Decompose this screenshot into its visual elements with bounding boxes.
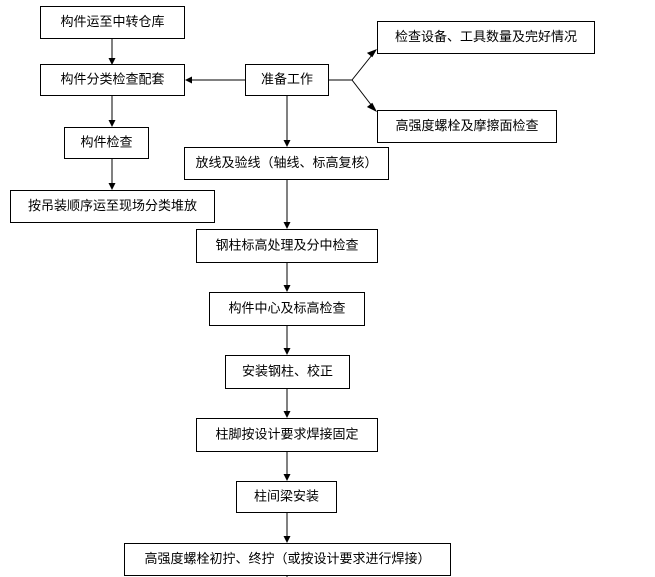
arrowhead [185,76,192,84]
node-label: 柱间梁安装 [254,490,319,505]
node-weld-column-base: 柱脚按设计要求焊接固定 [196,418,378,452]
node-bolt-check: 高强度螺栓及摩擦面检查 [377,110,557,143]
node-label: 构件分类检查配套 [60,72,164,88]
node-label: 构件中心及标高检查 [228,301,345,317]
arrowhead [366,102,377,112]
node-layout-check: 放线及验线（轴线、标高复核） [184,147,389,180]
node-label: 放线及验线（轴线、标高复核） [195,155,377,171]
connector-branch-down [351,79,373,107]
arrowhead [283,222,291,229]
node-bolt-tightening: 高强度螺栓初拧、终拧（或按设计要求进行焊接） [124,543,451,576]
arrowhead [283,474,291,481]
arrowhead [283,411,291,418]
node-install-column: 安装钢柱、校正 [225,355,350,389]
node-preparation: 准备工作 [245,64,329,96]
arrowhead [108,183,116,190]
arrowhead [283,348,291,355]
connectors [108,38,377,577]
node-center-elevation-check: 构件中心及标高检查 [209,292,365,326]
node-transport-to-warehouse: 构件运至中转仓库 [40,6,185,39]
node-label: 按吊装顺序运至现场分类堆放 [28,199,197,214]
node-label: 柱脚按设计要求焊接固定 [215,427,358,443]
node-transport-to-site: 按吊装顺序运至现场分类堆放 [10,190,215,223]
node-label: 构件运至中转仓库 [60,14,164,30]
connector-branch-up [351,54,373,81]
node-label: 构件检查 [80,136,132,151]
arrowhead [108,58,116,65]
node-classify-inspect: 构件分类检查配套 [40,64,185,96]
node-label: 高强度螺栓初拧、终拧（或按设计要求进行焊接） [144,551,430,567]
arrowhead [283,536,291,543]
node-equipment-check: 检查设备、工具数量及完好情况 [377,21,595,54]
node-label: 准备工作 [261,72,313,88]
node-component-inspect: 构件检查 [64,127,149,159]
node-column-elevation: 钢柱标高处理及分中检查 [196,229,378,263]
arrowhead [366,49,377,58]
node-install-beam: 柱间梁安装 [236,481,337,513]
arrowhead [283,285,291,292]
node-label: 高强度螺栓及摩擦面检查 [395,118,538,134]
node-label: 安装钢柱、校正 [242,364,333,380]
arrowhead [108,120,116,127]
node-label: 检查设备、工具数量及完好情况 [395,29,577,45]
node-label: 钢柱标高处理及分中检查 [215,238,358,254]
arrowhead [283,140,291,147]
